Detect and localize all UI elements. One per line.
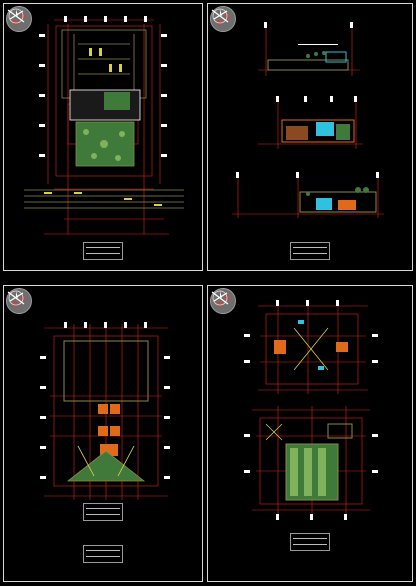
floor-plan-drawing — [40, 322, 170, 500]
title-block — [83, 242, 123, 260]
elevations-drawing — [232, 22, 384, 218]
north-arrow-icon — [7, 290, 25, 306]
title-block — [290, 242, 330, 260]
site-plan-drawing — [24, 16, 184, 235]
north-arrow-icon — [211, 8, 229, 24]
sheet-site-plan: A-1 — [0, 0, 203, 271]
north-arrow-icon — [211, 290, 229, 306]
title-block — [83, 545, 123, 563]
title-block — [83, 503, 123, 521]
sheet-upper-floor-plans: A-3 — [204, 282, 413, 582]
upper-plans-drawing — [244, 300, 378, 520]
sheet-elevations: A-1 — [204, 0, 413, 271]
title-block — [290, 533, 330, 551]
north-arrow-icon — [7, 8, 25, 24]
sheet-ground-floor-plan: A-2 — [0, 282, 203, 582]
